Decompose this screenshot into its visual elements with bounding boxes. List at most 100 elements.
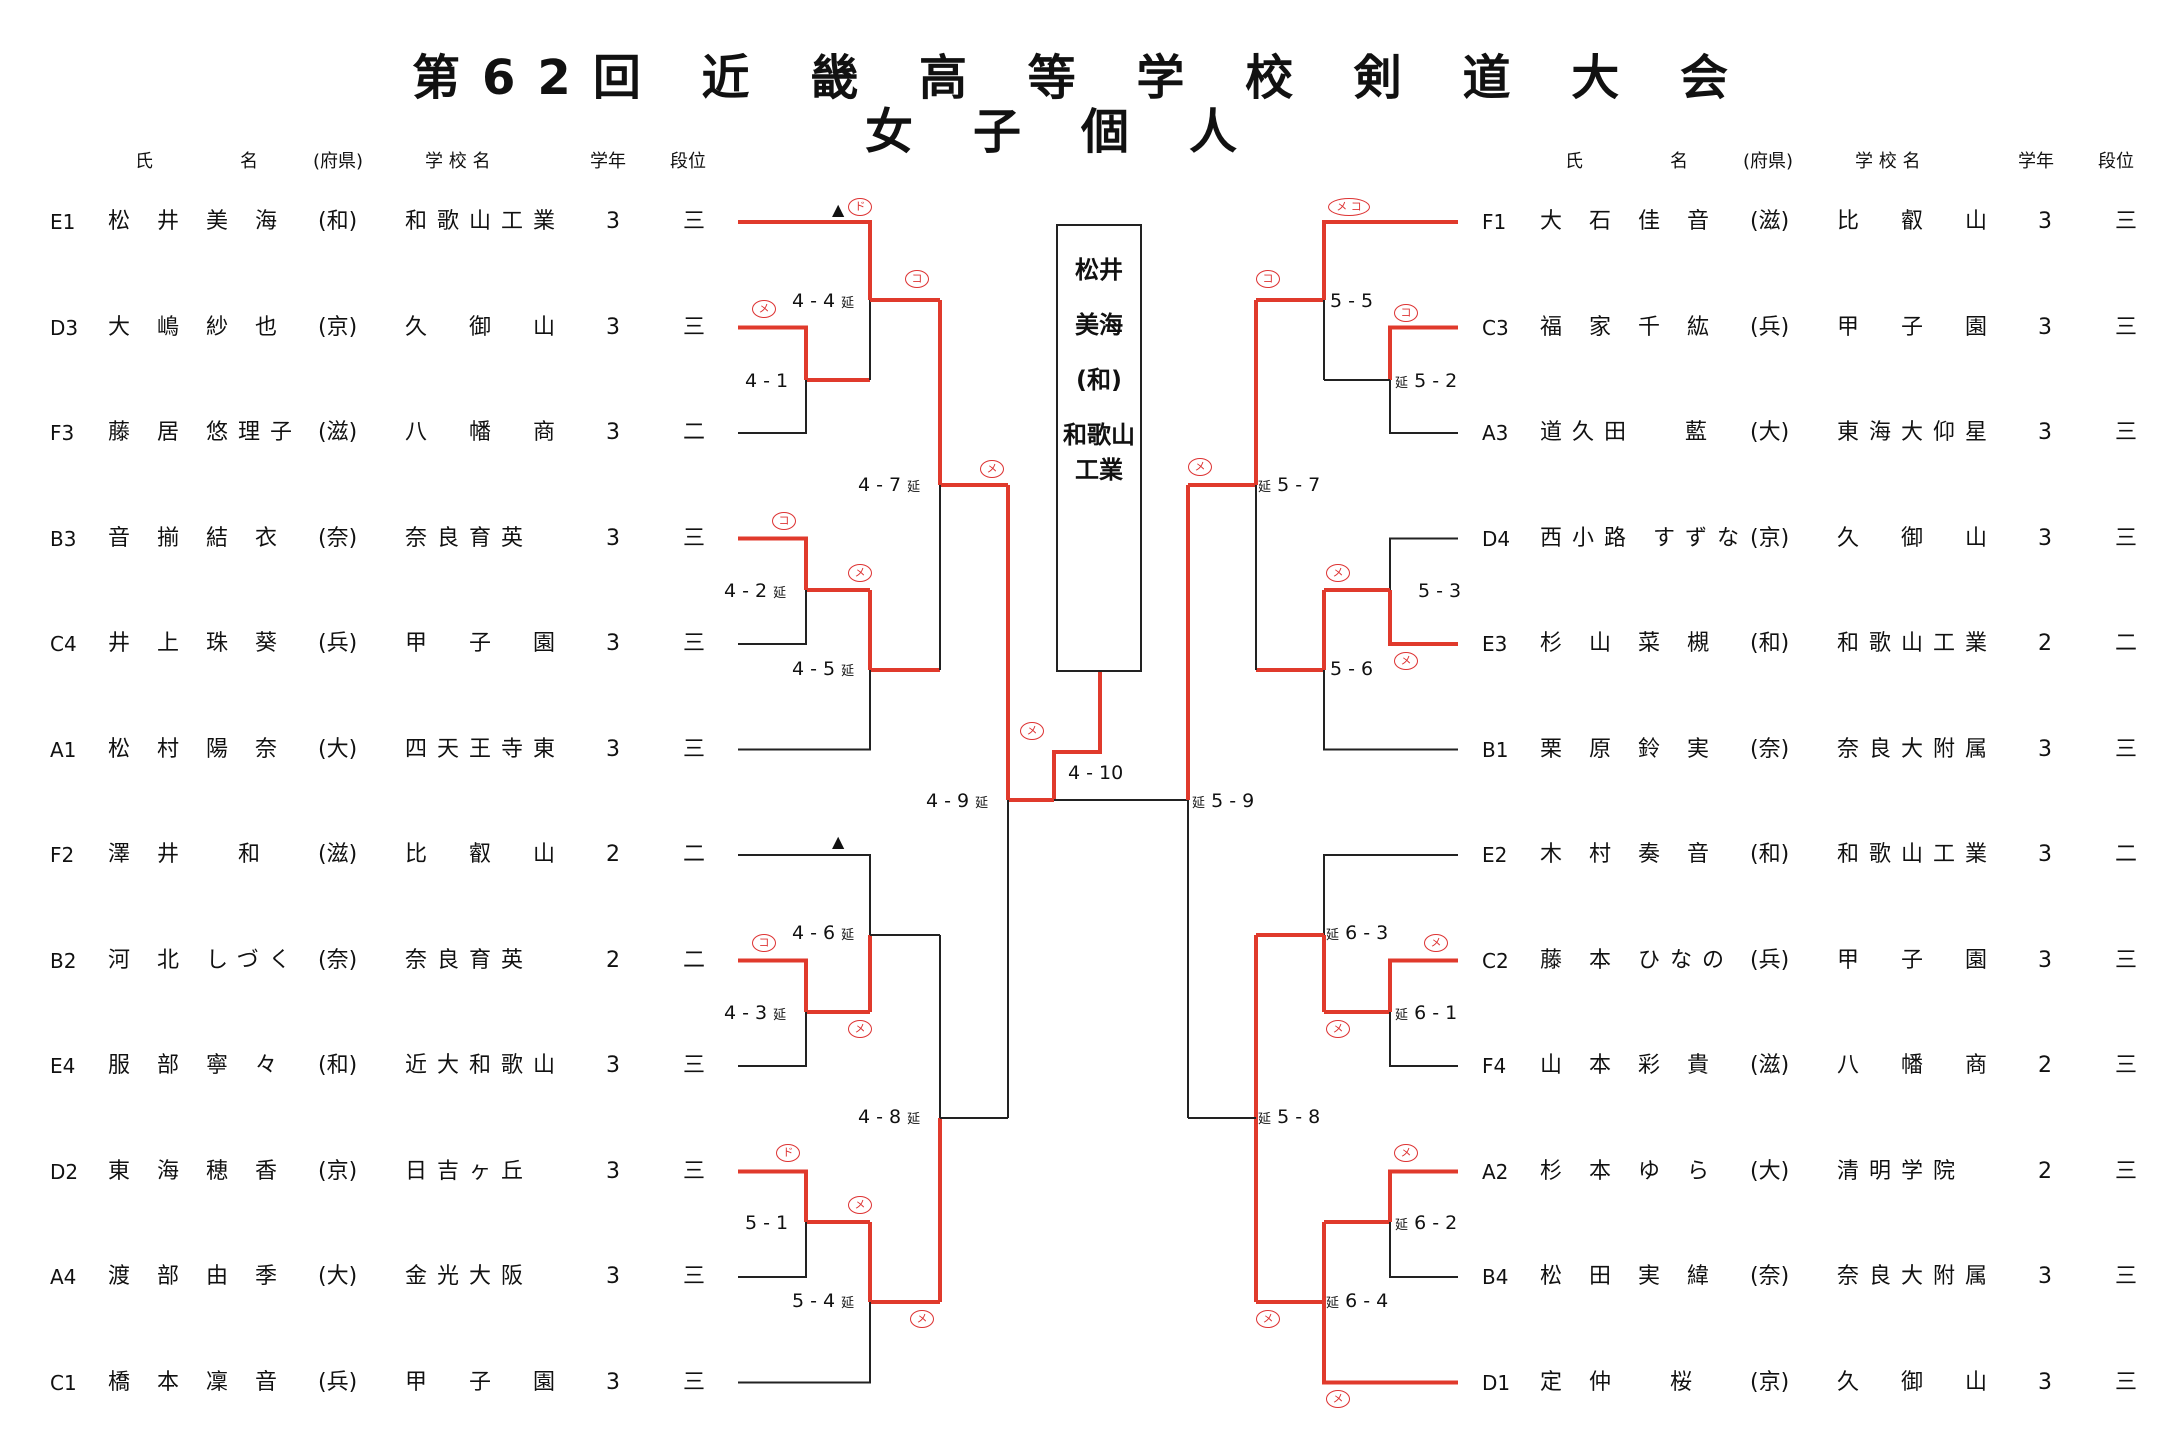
player-pref: (滋) [1750,209,1790,234]
player-school: 奈良育英 [405,525,534,551]
tournament-title: 第62回 近 畿 高 等 学 校 剣 道 大 会 [412,50,1750,106]
player-dan: 三 [2115,1369,2138,1395]
player-seed: E3 [1482,632,1508,656]
player-pref: (兵) [1750,947,1790,973]
ext-label: 延 [1395,376,1409,391]
player-pref: (大) [1750,1158,1790,1184]
player-seed: E1 [50,210,76,234]
header-name-right-part-r: 名 [1670,151,1688,172]
player-name: 藤 居 悠理子 [108,420,302,445]
player-pref: (京) [318,314,358,340]
player-grade: 2 [2038,1053,2052,1078]
player-dan: 三 [2115,1158,2138,1184]
point-mark-men: メ [910,1310,934,1328]
player-pref: (兵) [318,631,358,656]
player-dan: 三 [2115,525,2138,551]
bracket-line [1389,537,1458,590]
header-name-left-r: 氏 [1565,151,1583,172]
player-dan: 三 [683,525,706,551]
bracket-line [738,590,807,645]
player-pref: (奈) [1750,1264,1790,1289]
player-pref: (大) [318,736,358,762]
player-school: 和歌山工業 [1837,631,1998,656]
score-final: 4 - 10 [1068,762,1124,784]
score: 5 - 2 [1414,370,1458,392]
player-dan: 三 [683,1158,706,1184]
player-name: 福 家 千 紘 [1540,314,1719,340]
point-mark-kote: コ [752,934,776,952]
player-name: 杉 本 ゆ ら [1540,1158,1719,1184]
point-mark-men: メ [752,300,776,318]
score: 5 - 4 [792,1290,836,1312]
winner-path [1388,958,1458,1012]
player-dan: 三 [2115,420,2138,445]
bracket-line [738,1302,871,1384]
ext-label: 延 [1395,1008,1409,1023]
ext-label: 延 [907,1112,921,1127]
header-pref: (府県) [313,151,364,172]
player-school: 和歌山工業 [405,209,566,234]
event-subtitle: 女子個人 [864,104,1297,160]
player-name: 東 海 穂 香 [108,1158,287,1184]
ext-label: 延 [773,1008,787,1023]
player-grade: 2 [2038,631,2052,656]
player-grade: 2 [2038,1158,2052,1184]
player-seed: B1 [1482,737,1509,762]
player-name: 大 石 佳 音 [1540,209,1719,234]
player-grade: 3 [606,631,620,656]
player-grade: 3 [2038,736,2052,762]
header-pref-r: (府県) [1743,151,1794,172]
point-mark-men: メ [848,564,872,582]
ext-label: 延 [1395,1218,1409,1233]
point-mark-men: メ [1188,458,1212,476]
player-name: 音 揃 結 衣 [108,525,287,551]
bracket-line [1389,1012,1458,1067]
player-name: 山 本 彩 貴 [1540,1053,1719,1078]
point-mark-kote: コ [772,512,796,530]
player-school: 近大和歌山 [405,1053,566,1078]
player-grade: 3 [606,525,620,551]
ext-label: 延 [975,796,989,811]
winner-path [1052,672,1102,800]
bracket-line [738,1012,807,1067]
score: 5 - 7 [1277,474,1321,496]
point-mark-men: メ [1394,652,1418,670]
player-grade: 3 [606,1053,620,1078]
ext-label: 延 [1326,928,1340,943]
player-pref: (奈) [318,947,358,973]
header-grade-r: 学年 [2018,151,2054,172]
bracket-line [1389,380,1458,434]
player-seed: D1 [1482,1370,1511,1395]
score: 4 - 6 [792,922,836,944]
player-school: 和歌山工業 [1837,842,1998,867]
ext-label: 延 [841,296,855,311]
player-grade: 3 [2038,1369,2052,1395]
player-grade: 2 [606,947,620,973]
player-school: 四天王寺東 [405,736,566,762]
champion-surname: 松井 [1075,256,1123,284]
point-mark-men: メ [1020,722,1044,740]
score: 4 - 3 [724,1002,768,1024]
player-pref: (和) [318,209,358,234]
player-school: 日吉ヶ丘 [405,1158,534,1184]
player-name: 西小路 すずな [1540,525,1749,551]
player-dan: 三 [2115,209,2138,234]
player-pref: (和) [318,1053,358,1078]
player-grade: 3 [2038,1264,2052,1289]
champion-box: 松井 美海 (和) 和歌山工業 [1056,224,1142,672]
score: 4 - 8 [858,1106,902,1128]
winner-path [1388,325,1458,380]
winner-path [738,536,808,590]
